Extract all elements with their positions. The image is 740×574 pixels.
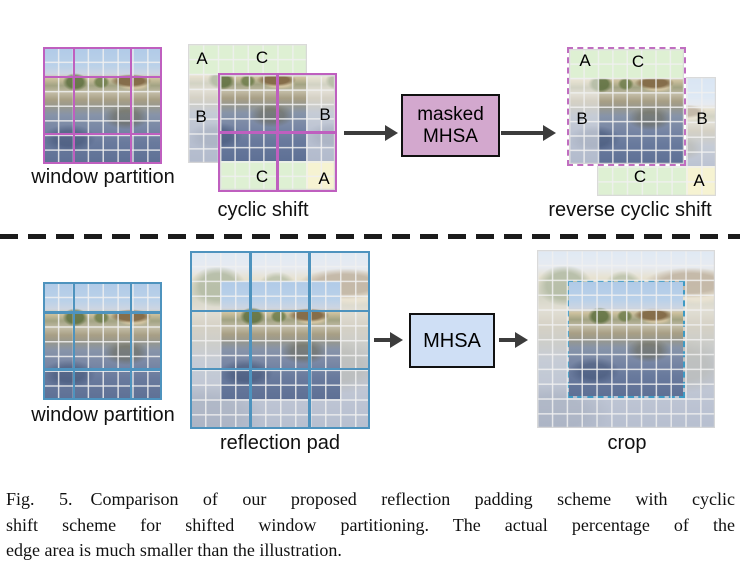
arrow-right-1 [344,131,386,135]
caption-line: shift scheme for shifted window partitio… [6,514,735,535]
arrowhead-icon [390,332,403,348]
reflection-pad-image [190,251,370,429]
region-label-c: C [255,167,269,186]
window-borders [190,251,370,429]
shifted-window-borders [43,47,162,164]
region-label-a: A [579,51,591,70]
window-line [45,311,160,314]
fine-grid-overlay [43,282,162,400]
region-label-a: A [318,169,330,188]
region-label-a: A [693,171,705,190]
reflection-pad-label: reflection pad [219,432,341,454]
window-line [130,49,133,162]
window-partition-image-bottom [43,282,162,400]
cyclic-shift-label: cyclic shift [217,199,309,221]
window-partition-top-label: window partition [31,166,175,188]
region-label-b: B [576,109,588,128]
window-line [72,49,75,162]
arrowhead-icon [385,125,398,141]
region-label-b: B [195,107,207,126]
region-label-c: C [633,167,647,186]
reverse-cyclic-window: A C B [567,47,686,166]
shifted-window-borders [43,282,162,400]
region-label-b: B [696,109,708,128]
window-line [45,76,160,79]
region-label-c: C [631,52,645,71]
masked-mhsa-line1: masked [417,103,484,125]
fine-grid-overlay [190,251,370,429]
window-line [192,367,368,371]
mhsa-box: MHSA [409,313,495,368]
window-line [308,253,311,427]
masked-mhsa-box: masked MHSA [401,94,500,157]
crop-label: crop [607,432,647,454]
fine-grid-overlay [43,47,162,164]
reverse-cyclic-shift-label: reverse cyclic shift [548,199,712,221]
arrowhead-icon [543,125,556,141]
window-line [45,132,160,135]
figure-caption: Fig. 5. Comparison of our proposed refle… [6,487,735,564]
window-line [45,368,160,371]
arrow-right-2 [501,131,544,135]
window-partition-image-top [43,47,162,164]
arrow-right-4 [499,338,516,342]
mhsa-label: MHSA [423,329,481,352]
crop-image [537,250,715,428]
cyclic-shift-window: B C A [218,73,337,192]
arrow-right-3 [374,338,391,342]
region-label-a: A [196,49,208,68]
fine-grid-overlay [569,49,684,164]
region-label-c: C [255,48,269,67]
fine-grid-overlay [537,250,715,428]
window-line [220,131,335,134]
caption-line: edge area is much smaller than the illus… [6,540,342,560]
window-line [192,309,368,313]
window-line [249,253,252,427]
window-line [130,284,133,398]
region-label-b: B [319,105,331,124]
arrowhead-icon [515,332,528,348]
window-partition-bottom-label: window partition [31,404,175,426]
dashed-divider [0,234,740,239]
caption-line: Fig. 5. Comparison of our proposed refle… [6,489,735,509]
masked-mhsa-line2: MHSA [423,125,478,147]
window-line [72,284,75,398]
